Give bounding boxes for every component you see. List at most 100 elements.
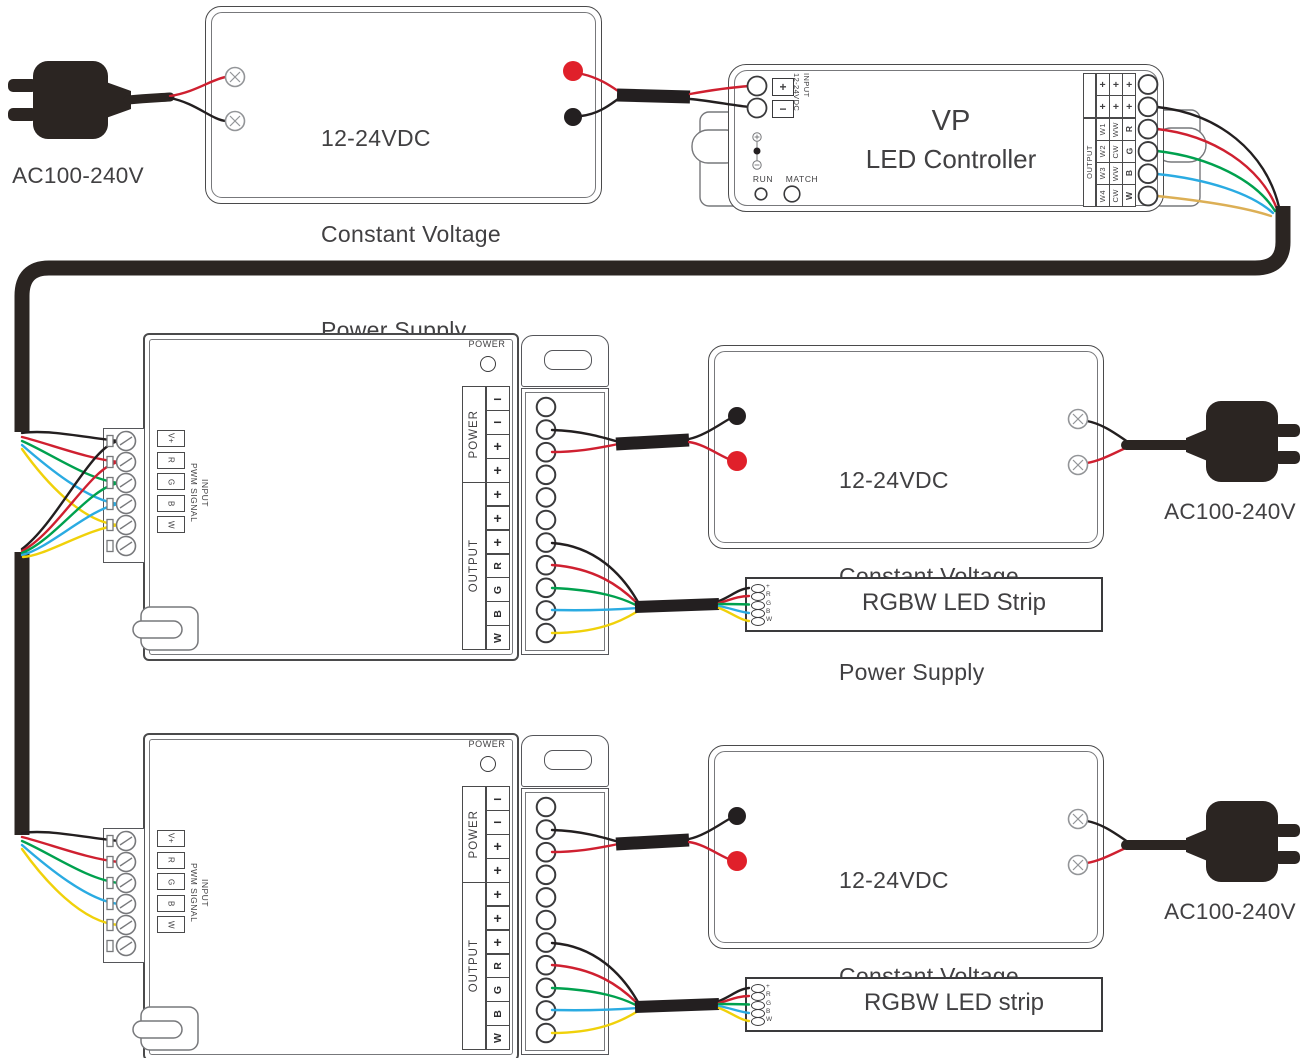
cell-plus: +: [486, 906, 509, 930]
input-term-r: R: [157, 451, 185, 469]
input-term-vplus: V+: [157, 830, 185, 847]
vp-cell-plus: +: [1096, 96, 1109, 118]
repeater-terminal-box-inner: [525, 792, 605, 1051]
repeater-power-led: [480, 756, 496, 772]
input-term-w: W: [157, 916, 185, 934]
input-term-r: R: [157, 851, 185, 869]
vp-cell-g: G: [1124, 147, 1135, 155]
vp-cell-plus: +: [1096, 74, 1109, 96]
power-supply-top: 12-24VDC Constant Voltage Power Supply: [205, 6, 602, 343]
input-term-b: B: [157, 894, 185, 912]
repeater-output-label: OUTPUT: [468, 939, 481, 993]
repeater-power-led: [480, 356, 496, 372]
psu-line2: Constant Voltage: [321, 221, 501, 247]
ac-label-right: AC100-240V: [1164, 499, 1296, 524]
repeater-body: [143, 733, 519, 1058]
input-term-w: W: [157, 516, 185, 534]
repeater-power-label-cell: POWER: [463, 387, 486, 482]
repeater-output-label-cell: OUTPUT: [463, 482, 486, 649]
cell-minus: −: [486, 811, 509, 834]
vp-title: VP: [931, 105, 971, 137]
vp-input-voltage: 12-24VDC: [792, 73, 801, 112]
vp-cell-plus: +: [1123, 96, 1136, 118]
strip-pad-label: R: [766, 591, 771, 599]
repeater-power-led-label: POWER: [468, 739, 506, 749]
vp-cell-w4: W4: [1098, 189, 1108, 202]
repeater-io-table: POWER OUTPUT − − + + + + + R G B W: [462, 386, 510, 651]
repeater-input-terminal-block: [103, 428, 145, 563]
vp-cell-cw2: CW: [1111, 188, 1121, 203]
repeater-input-label: INPUT: [200, 879, 210, 907]
vp-cell-w1: W1: [1098, 122, 1108, 136]
vp-cell-r: R: [1124, 126, 1135, 133]
cell-minus: −: [486, 787, 509, 810]
vp-run-label: RUN: [752, 174, 774, 184]
cell-w: W: [491, 1032, 504, 1043]
strip-pad-label: W: [766, 616, 773, 624]
repeater-right-terminal-box: [521, 788, 609, 1055]
cell-plus: +: [486, 458, 509, 482]
strip-label: RGBW LED strip: [863, 989, 1045, 1016]
cell-r: R: [491, 562, 504, 570]
vp-cell-plus: +: [1109, 96, 1122, 118]
repeater-input-terminal-block: [103, 828, 145, 963]
cell-plus: +: [486, 882, 509, 906]
vp-cell-cw1: CW: [1111, 144, 1121, 159]
repeater-right-bracket: [521, 335, 609, 387]
repeater-right-bracket: [521, 735, 609, 787]
vp-input-minus-box: −: [772, 100, 794, 118]
repeater-output-label: OUTPUT: [468, 539, 481, 593]
power-supply-right: 12-24VDC Constant Voltage Power Supply: [708, 745, 1104, 989]
repeater-input-sublabel: PWM SIGNAL: [189, 463, 199, 523]
vp-cell-w2: W2: [1098, 145, 1108, 158]
strip-pad: [751, 617, 765, 627]
vp-subtitle: LED Controller: [865, 144, 1037, 174]
ac-plug-left: [8, 61, 131, 139]
strip-pad-label: R: [766, 991, 771, 999]
vp-cell-ww2: WW: [1111, 165, 1121, 182]
cell-g: G: [491, 985, 504, 994]
repeater-bracket-slot: [544, 350, 592, 370]
strip-pad-label: B: [766, 607, 771, 615]
strip-pad-label: W: [766, 1016, 773, 1024]
vp-led-controller: + − INPUT 12-24VDC RUN MATCH VP LED Cont…: [728, 64, 1164, 212]
cell-b: B: [491, 609, 504, 618]
ac-label-top: AC100-240V: [12, 163, 144, 188]
repeater-terminal-box-inner: [525, 392, 605, 651]
strip-pad-label: G: [766, 599, 772, 607]
repeater-output-label-cell: OUTPUT: [463, 882, 486, 1049]
vp-output-label: OUTPUT: [1085, 145, 1095, 180]
cell-plus: +: [486, 930, 509, 954]
repeater-power-led-label: POWER: [468, 339, 506, 349]
input-term-g: G: [157, 873, 185, 891]
vp-output-label-cell: OUTPUT: [1084, 118, 1096, 207]
plug-cord: [123, 92, 175, 105]
repeater-power-label-cell: POWER: [463, 787, 486, 882]
cell-plus: +: [486, 530, 509, 554]
rgbw-led-strip-1: + R G B W RGBW LED Strip: [745, 577, 1103, 632]
strip-pad-label: B: [766, 1007, 771, 1015]
strip-pad: [751, 992, 765, 1002]
cell-plus: +: [486, 506, 509, 530]
repeater-right-terminal-box: [521, 388, 609, 655]
repeater-io-table: POWER OUTPUT − − + + + + + R G B W: [462, 786, 510, 1051]
cell-plus: +: [486, 435, 509, 458]
psu-line1: 12-24VDC: [839, 467, 949, 493]
strip-pad-label: +: [766, 983, 770, 990]
vp-match-label: MATCH: [785, 174, 819, 184]
cell-minus: −: [486, 387, 509, 410]
strip-pad: [751, 592, 765, 602]
vp-cell-ww1: WW: [1111, 121, 1121, 137]
vp-output-wires: [1155, 105, 1281, 218]
input-term-g: G: [157, 473, 185, 491]
input-term-b: B: [157, 494, 185, 512]
psu-line1: 12-24VDC: [321, 125, 431, 151]
vp-input-label: INPUT: [802, 73, 811, 98]
vp-table-blank-cell: [1084, 74, 1096, 118]
repeater-input-sublabel: PWM SIGNAL: [189, 863, 199, 923]
repeater-bracket-slot: [544, 750, 592, 770]
strip-pad-label: G: [766, 999, 772, 1007]
repeater-inner-border: [149, 739, 513, 1055]
cell-w: W: [491, 632, 504, 643]
